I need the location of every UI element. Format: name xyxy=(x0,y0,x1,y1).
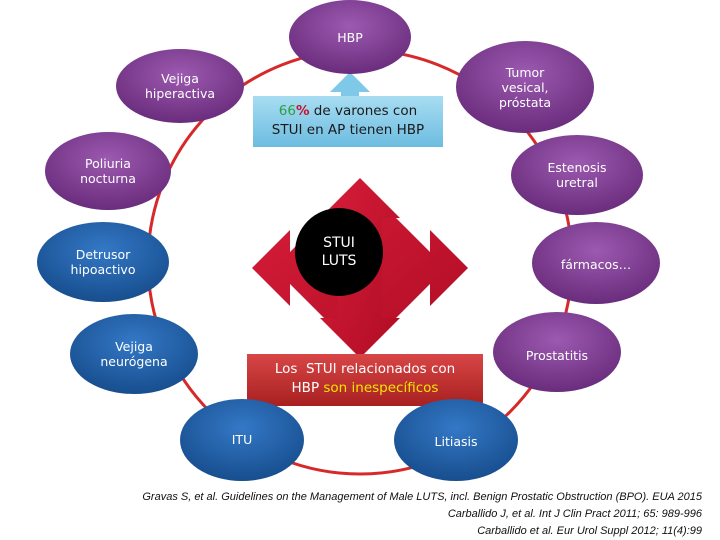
bottom-box-line2a: HBP xyxy=(291,380,324,396)
references: Gravas S, et al. Guidelines on the Manag… xyxy=(142,489,702,540)
reference-2: Carballido J, et al. Int J Clin Pract 20… xyxy=(447,508,702,520)
bottom-box-line2b: son inespecíficos xyxy=(323,380,439,396)
oval-poliuria xyxy=(45,132,171,210)
top-box xyxy=(253,96,443,147)
oval-farmacos xyxy=(532,222,660,304)
bottom-box-line1: Los STUI relacionados con xyxy=(274,361,456,377)
reference-1: Gravas S, et al. Guidelines on the Manag… xyxy=(142,491,702,503)
top-box-line1: 66% de varones con xyxy=(253,102,443,121)
center-circle xyxy=(295,208,383,296)
top-box-pct: 66 xyxy=(278,103,296,119)
oval-vejiga-neurogena xyxy=(70,314,198,394)
top-box-rest1: de varones con xyxy=(309,103,418,119)
up-arrow xyxy=(330,72,370,99)
oval-itu xyxy=(180,399,304,481)
oval-prostatitis xyxy=(493,312,621,392)
center-label: STUI LUTS xyxy=(299,234,379,270)
oval-litiasis xyxy=(394,399,518,481)
top-box-pct-sign: % xyxy=(295,103,310,119)
oval-detrusor xyxy=(37,222,169,302)
bottom-box-line2: HBP son inespecíficos xyxy=(247,379,483,398)
bottom-box-text: Los STUI relacionados con HBP son inespe… xyxy=(247,360,483,398)
oval-vejiga-hiperactiva xyxy=(116,49,244,123)
oval-hbp xyxy=(289,0,411,74)
center-label-line1: STUI xyxy=(323,235,355,251)
oval-estenosis xyxy=(511,135,643,215)
bottom-box xyxy=(247,354,483,406)
oval-tumor xyxy=(456,41,594,133)
top-box-text: 66% de varones con STUI en AP tienen HBP xyxy=(253,102,443,140)
reference-3: Carballido et al. Eur Urol Suppl 2012; 1… xyxy=(477,525,702,537)
center-label-line2: LUTS xyxy=(321,253,357,269)
top-box-line2: STUI en AP tienen HBP xyxy=(271,122,425,138)
